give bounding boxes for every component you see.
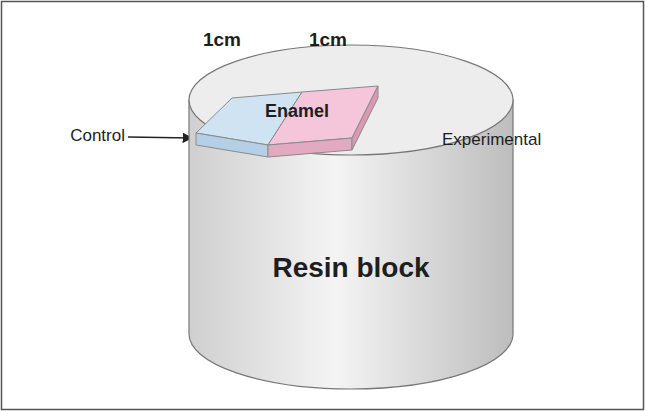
enamel-label: Enamel [265,101,329,122]
block-label: Resin block [272,252,429,284]
enamel-specimen: Enamel [193,80,398,160]
dimension-label: 1cm [203,29,241,51]
experimental-label: Experimental [442,130,541,150]
resin-block-cylinder: Resin block Enamel [188,44,514,390]
control-label: Control [70,126,125,146]
dimension-label: 1cm [309,29,347,51]
